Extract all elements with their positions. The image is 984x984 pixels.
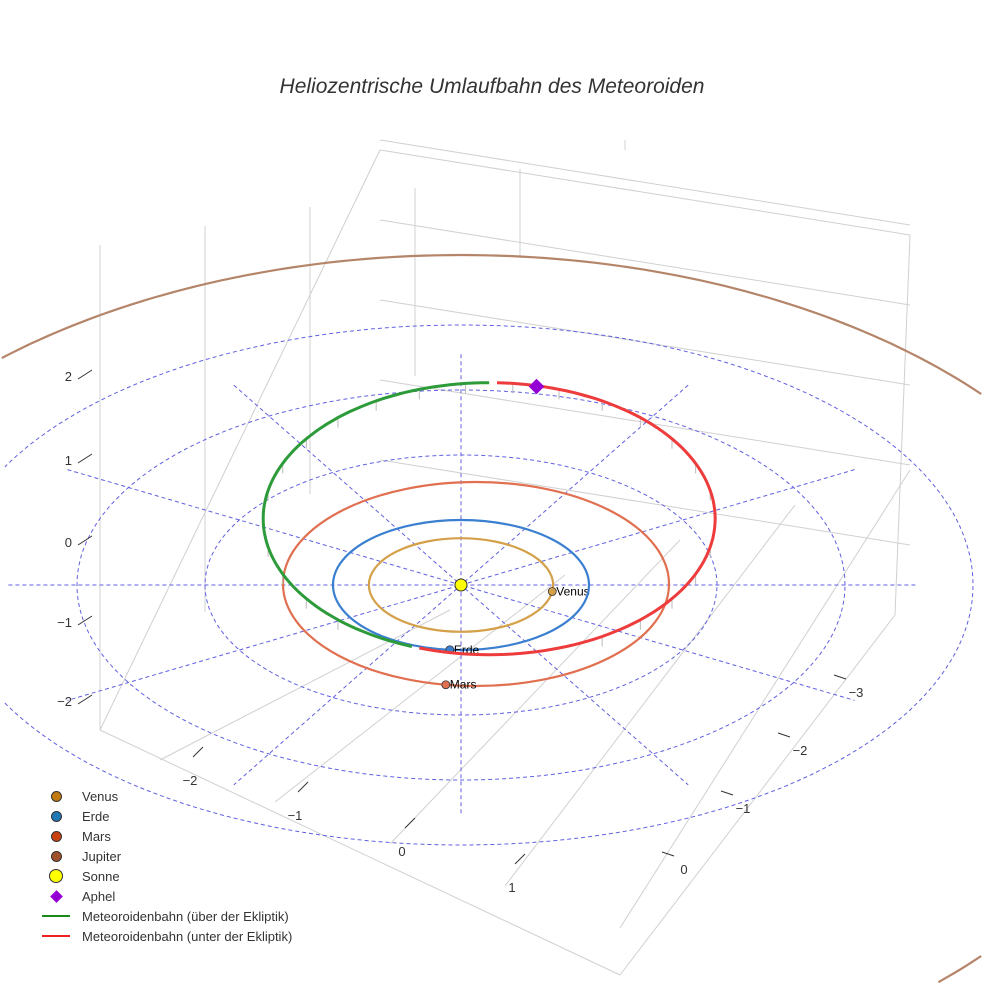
planet-venus [547, 587, 557, 596]
legend-label: Aphel [82, 888, 116, 904]
line-swatch-icon [38, 935, 74, 937]
z-tick-mark [77, 369, 93, 380]
z-tick-label: 1 [65, 453, 72, 468]
legend-item[interactable]: Meteoroidenbahn (unter der Ekliptik) [38, 926, 292, 946]
z-tick-mark [77, 535, 93, 546]
polar-grid-circle [4, 324, 974, 846]
orbit-venus [367, 537, 555, 633]
dot-marker-icon [38, 790, 74, 802]
axis-box-edge [894, 234, 911, 616]
orbit-erde [331, 518, 591, 652]
legend-item[interactable]: Meteoroidenbahn (über der Ekliptik) [38, 906, 292, 926]
orbit-jupiter [937, 955, 982, 984]
z-tick-mark [77, 453, 93, 464]
meteoroid-orbit-above [261, 381, 490, 648]
y-tick-label: −1 [736, 801, 751, 816]
planet-label-venus: Venus [556, 585, 589, 599]
legend-item[interactable]: Aphel [38, 886, 292, 906]
z-tick-mark [77, 615, 93, 626]
diamond-marker-icon [38, 889, 74, 903]
line-swatch-icon [38, 915, 74, 917]
legend-item[interactable]: Erde [38, 806, 292, 826]
legend-label: Meteoroidenbahn (unter der Ekliptik) [82, 928, 293, 944]
grid-line [504, 504, 796, 887]
orbit-jupiter [1, 253, 982, 395]
axis-box-edge [379, 149, 911, 236]
planet-mars [441, 680, 451, 690]
axis-box-edge [99, 729, 621, 976]
planet-label-mars: Mars [450, 678, 477, 692]
y-tick-mark [833, 674, 847, 680]
legend-label: Venus [82, 788, 119, 804]
y-tick-label: −3 [849, 685, 864, 700]
grid-line [274, 574, 566, 803]
polar-grid-spoke [67, 469, 855, 701]
legend-item[interactable]: Jupiter [38, 846, 292, 866]
legend-item[interactable]: Mars [38, 826, 292, 846]
dot-marker-icon [38, 810, 74, 822]
x-tick-mark [192, 746, 204, 758]
dot-marker-icon [38, 830, 74, 842]
sun-marker-icon [38, 869, 74, 883]
legend-label: Jupiter [82, 848, 122, 864]
grid-line [619, 469, 911, 929]
legend-label: Meteoroidenbahn (über der Ekliptik) [82, 908, 289, 924]
axis-box-edge [99, 149, 381, 731]
z-tick-mark [77, 694, 93, 705]
legend-label: Sonne [82, 868, 120, 884]
dot-marker-icon [38, 850, 74, 862]
legend-item[interactable]: Sonne [38, 866, 292, 886]
z-tick-label: −1 [57, 615, 72, 630]
polar-grid-spoke [67, 469, 855, 701]
axis-box-edge [619, 614, 896, 976]
legend-label: Erde [82, 808, 110, 824]
grid-line [389, 539, 681, 845]
aphel-marker [528, 378, 545, 395]
grid-line [379, 459, 911, 546]
sun-marker [454, 578, 468, 592]
y-tick-mark [777, 732, 791, 738]
x-tick-label: −1 [288, 808, 303, 823]
y-tick-label: 0 [680, 862, 687, 877]
x-tick-mark [297, 781, 309, 793]
polar-grid-circle [76, 389, 846, 781]
x-tick-label: 0 [398, 844, 405, 859]
y-tick-mark [720, 790, 734, 796]
x-tick-mark [404, 817, 416, 829]
z-tick-label: 2 [65, 369, 72, 384]
y-tick-label: −2 [793, 743, 808, 758]
chart-title: Heliozentrische Umlaufbahn des Meteoroid… [279, 75, 705, 98]
y-tick-mark [661, 851, 675, 857]
z-tick-label: 0 [65, 535, 72, 550]
x-tick-label: −2 [183, 773, 198, 788]
z-tick-label: −2 [57, 694, 72, 709]
x-tick-mark [514, 853, 526, 865]
meteoroid-orbit-below [419, 381, 717, 657]
legend-item[interactable]: Venus [38, 786, 292, 806]
grid-line [379, 219, 911, 306]
x-tick-label: 1 [508, 880, 515, 895]
grid-line [159, 609, 451, 761]
grid-line [379, 139, 911, 226]
legend-label: Mars [82, 828, 111, 844]
